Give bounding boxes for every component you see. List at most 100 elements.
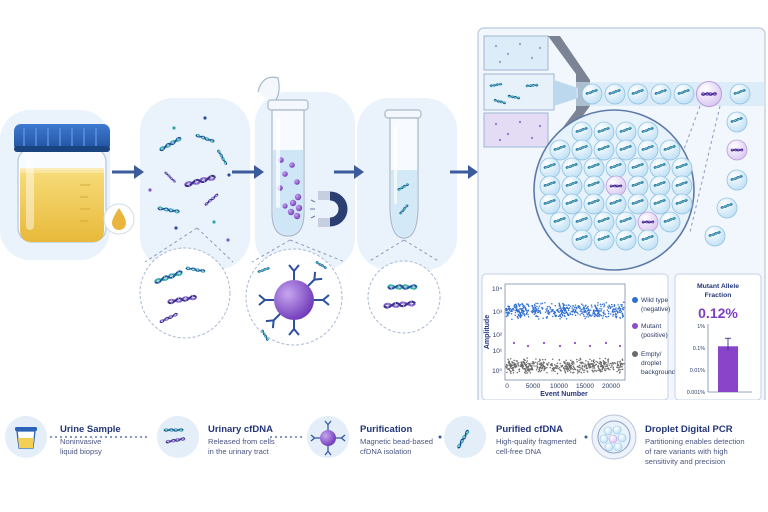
maf-bar <box>718 346 738 392</box>
scatter-point <box>582 362 584 365</box>
scatter-point <box>578 364 581 367</box>
scatter-point <box>532 306 535 309</box>
scatter-point <box>517 362 520 364</box>
scatter-point <box>603 369 606 371</box>
scatter-point <box>510 372 512 374</box>
scatter-point <box>589 366 592 368</box>
scatter-point <box>589 314 592 316</box>
scatter-point <box>587 308 589 310</box>
scatter-point <box>621 358 624 360</box>
scatter-point <box>621 316 624 318</box>
scatter-point <box>600 310 602 312</box>
scatter-point <box>582 313 585 316</box>
scatter-point <box>615 307 617 309</box>
scatter-point <box>536 366 539 368</box>
scatter-point <box>531 368 533 371</box>
scatter-point <box>608 368 610 371</box>
scatter-point <box>554 311 556 313</box>
scatter-point <box>529 365 532 367</box>
scatter-point <box>514 306 516 308</box>
scatter-point <box>558 302 560 304</box>
scatter-point <box>536 362 538 364</box>
scatter-point <box>571 367 574 370</box>
scatter-point <box>514 366 516 369</box>
scatter-point <box>604 367 606 370</box>
scatter-point <box>565 318 568 320</box>
scatter-point <box>592 363 594 365</box>
mutant-point <box>573 341 577 345</box>
scatter-point <box>546 371 548 374</box>
droplet-icon <box>112 208 126 230</box>
legend-swatch-wild <box>632 297 638 303</box>
scatter-point <box>572 308 574 310</box>
scatter-point <box>535 302 537 305</box>
scatter-point <box>523 359 525 361</box>
scatter-point <box>614 308 616 310</box>
scatter-point <box>597 311 599 313</box>
scatter-point <box>621 305 623 308</box>
scatter-point <box>595 306 597 309</box>
scatter-point <box>621 366 623 368</box>
scatter-point <box>621 368 624 370</box>
scatter-point <box>505 307 508 310</box>
legend-wild-sub: (negative) <box>641 306 670 313</box>
maf-card <box>674 273 762 400</box>
scatter-point <box>587 305 589 308</box>
scatter-point <box>579 310 582 312</box>
scatter-point <box>610 366 612 368</box>
scatter-point <box>555 367 558 369</box>
scatter-point <box>619 361 621 363</box>
scatter-point <box>587 360 589 363</box>
scatter-point <box>620 368 622 371</box>
scatter-point <box>565 310 567 312</box>
scatter-point <box>553 313 556 315</box>
scatter-point <box>619 308 622 311</box>
scatter-point <box>562 302 564 305</box>
scatter-point <box>549 366 551 369</box>
scatter-point <box>561 365 563 368</box>
scatter-point <box>515 308 518 310</box>
scatter-point <box>522 368 525 370</box>
scatter-point <box>539 311 541 314</box>
scatter-point <box>559 362 561 365</box>
scatter-point <box>577 372 579 374</box>
scatter-point <box>603 305 605 308</box>
scatter-point <box>608 304 610 307</box>
scatter-point <box>508 306 511 308</box>
scatter-point <box>585 367 588 370</box>
scatter-point <box>623 301 625 304</box>
scatter-point <box>541 307 544 310</box>
scatter-point <box>579 368 581 371</box>
scatter-point <box>531 311 534 314</box>
scatter-point <box>585 360 587 362</box>
legend-title-cfdna: Urinary cfDNA <box>208 424 273 435</box>
scatter-point <box>547 362 550 364</box>
legend-empty-sub2: background <box>641 369 676 376</box>
scatter-point <box>596 361 599 363</box>
scatter-point <box>541 302 544 304</box>
scatter-point <box>556 372 559 375</box>
scatter-point <box>592 314 594 316</box>
scatter-point <box>571 307 573 309</box>
scatter-point <box>519 307 521 310</box>
scatter-point <box>610 306 612 309</box>
legend-title-ddpcr: Droplet Digital PCR <box>645 424 733 435</box>
scatter-point <box>559 313 562 316</box>
scatter-point <box>616 366 619 369</box>
scatter-point <box>580 312 583 315</box>
scatter-point <box>574 306 576 308</box>
scatter-point <box>538 366 541 369</box>
scatter-point <box>546 366 548 369</box>
scatter-point <box>594 313 597 315</box>
scatter-point <box>568 369 571 372</box>
scatter-point <box>590 315 593 317</box>
scatter-point <box>507 315 509 317</box>
scatter-point <box>558 311 560 314</box>
scatter-point <box>593 315 596 318</box>
ytick: 10³ <box>493 309 503 316</box>
scatter-point <box>602 363 605 365</box>
scatter-point <box>575 307 578 310</box>
maf-ytick: 0.01% <box>690 368 705 374</box>
scatter-point <box>538 305 541 307</box>
ytick: 10¹ <box>493 348 503 355</box>
